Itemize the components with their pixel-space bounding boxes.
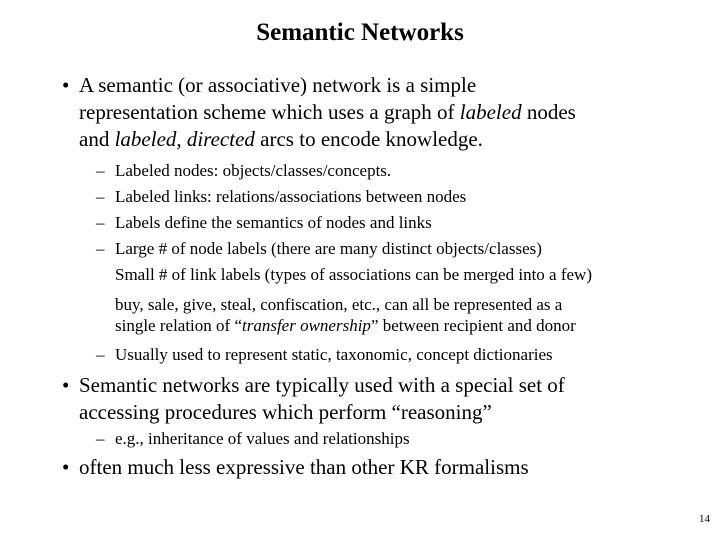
text-segment: Labeled nodes: objects/classes/concepts. (115, 161, 392, 180)
text-line: Labeled nodes: objects/classes/concepts. (115, 158, 696, 184)
text-segment: nodes (521, 100, 576, 124)
text-segment: and (79, 127, 115, 151)
text-segment: buy, sale, give, steal, confiscation, et… (115, 295, 563, 314)
dash-icon: – (96, 161, 105, 180)
sub-bullet-item-3: – Labels define the semantics of nodes a… (96, 210, 696, 236)
text-line: Large # of node labels (there are many d… (115, 236, 696, 262)
bullet-item-2: • Semantic networks are typically used w… (62, 372, 696, 426)
text-segment: Labels define the semantics of nodes and… (115, 213, 432, 232)
text-line: and labeled, directed arcs to encode kno… (79, 126, 696, 153)
text-line: accessing procedures which perform “reas… (79, 399, 696, 426)
text-segment: accessing procedures which perform “reas… (79, 400, 492, 424)
italic-text-segment: labeled, directed (114, 127, 255, 151)
text-line: often much less expressive than other KR… (79, 454, 696, 481)
text-line: single relation of “transfer ownership” … (115, 315, 696, 336)
text-line: Semantic networks are typically used wit… (79, 372, 696, 399)
text-line: e.g., inheritance of values and relation… (115, 426, 696, 452)
text-line: Labels define the semantics of nodes and… (115, 210, 696, 236)
text-line: Small # of link labels (types of associa… (115, 262, 696, 288)
italic-text-segment: labeled (459, 100, 522, 124)
bullet-item-1: • A semantic (or associative) network is… (62, 72, 696, 153)
italic-text-segment: transfer ownership (242, 316, 371, 335)
text-segment: Usually used to represent static, taxono… (115, 345, 553, 364)
sub-bullet-item-1: – Labeled nodes: objects/classes/concept… (96, 158, 696, 184)
sub-bullet-item-2: – Labeled links: relations/associations … (96, 184, 696, 210)
text-line-group: buy, sale, give, steal, confiscation, et… (115, 294, 696, 336)
bullet-icon: • (62, 455, 70, 479)
dash-icon: – (96, 429, 105, 448)
dash-icon: – (96, 239, 105, 258)
text-segment: single relation of “ (115, 316, 242, 335)
text-line: buy, sale, give, steal, confiscation, et… (115, 294, 696, 315)
bullet-item-3: • often much less expressive than other … (62, 454, 696, 481)
sub-bullet-list-1: – Labeled nodes: objects/classes/concept… (62, 158, 696, 368)
dash-icon: – (96, 345, 105, 364)
text-segment: Semantic networks are typically used wit… (79, 373, 565, 397)
sub-bullet-item-4: – Large # of node labels (there are many… (96, 236, 696, 336)
dash-icon: – (96, 213, 105, 232)
bullet-item-2-text: Semantic networks are typically used wit… (79, 372, 696, 426)
text-segment: Labeled links: relations/associations be… (115, 187, 467, 206)
text-segment: representation scheme which uses a graph… (79, 100, 460, 124)
text-segment: A semantic (or associative) network is a… (79, 73, 477, 97)
text-line: A semantic (or associative) network is a… (79, 72, 696, 99)
slide-body: • A semantic (or associative) network is… (0, 72, 720, 481)
bullet-icon: • (62, 373, 70, 397)
text-segment: often much less expressive than other KR… (79, 455, 529, 479)
page-number: 14 (699, 513, 710, 525)
dash-icon: – (96, 187, 105, 206)
text-line: Usually used to represent static, taxono… (115, 342, 696, 368)
text-segment: arcs to encode knowledge. (254, 127, 483, 151)
text-segment: Small # of link labels (types of associa… (115, 265, 592, 284)
bullet-icon: • (62, 73, 70, 97)
text-segment: Large # of node labels (there are many d… (115, 239, 542, 258)
slide-title: Semantic Networks (256, 19, 464, 46)
sub-bullet-item-5: – Usually used to represent static, taxo… (96, 342, 696, 368)
text-line: Labeled links: relations/associations be… (115, 184, 696, 210)
text-segment: ” between recipient and donor (370, 316, 576, 335)
text-segment: e.g., inheritance of values and relation… (115, 429, 410, 448)
sub-bullet-item-eg: – e.g., inheritance of values and relati… (96, 426, 696, 452)
sub-bullet-list-2: – e.g., inheritance of values and relati… (62, 426, 696, 452)
text-line: representation scheme which uses a graph… (79, 99, 696, 126)
bullet-item-1-text: A semantic (or associative) network is a… (79, 72, 696, 153)
sub-bullet-item-4-text: Large # of node labels (there are many d… (115, 236, 696, 336)
